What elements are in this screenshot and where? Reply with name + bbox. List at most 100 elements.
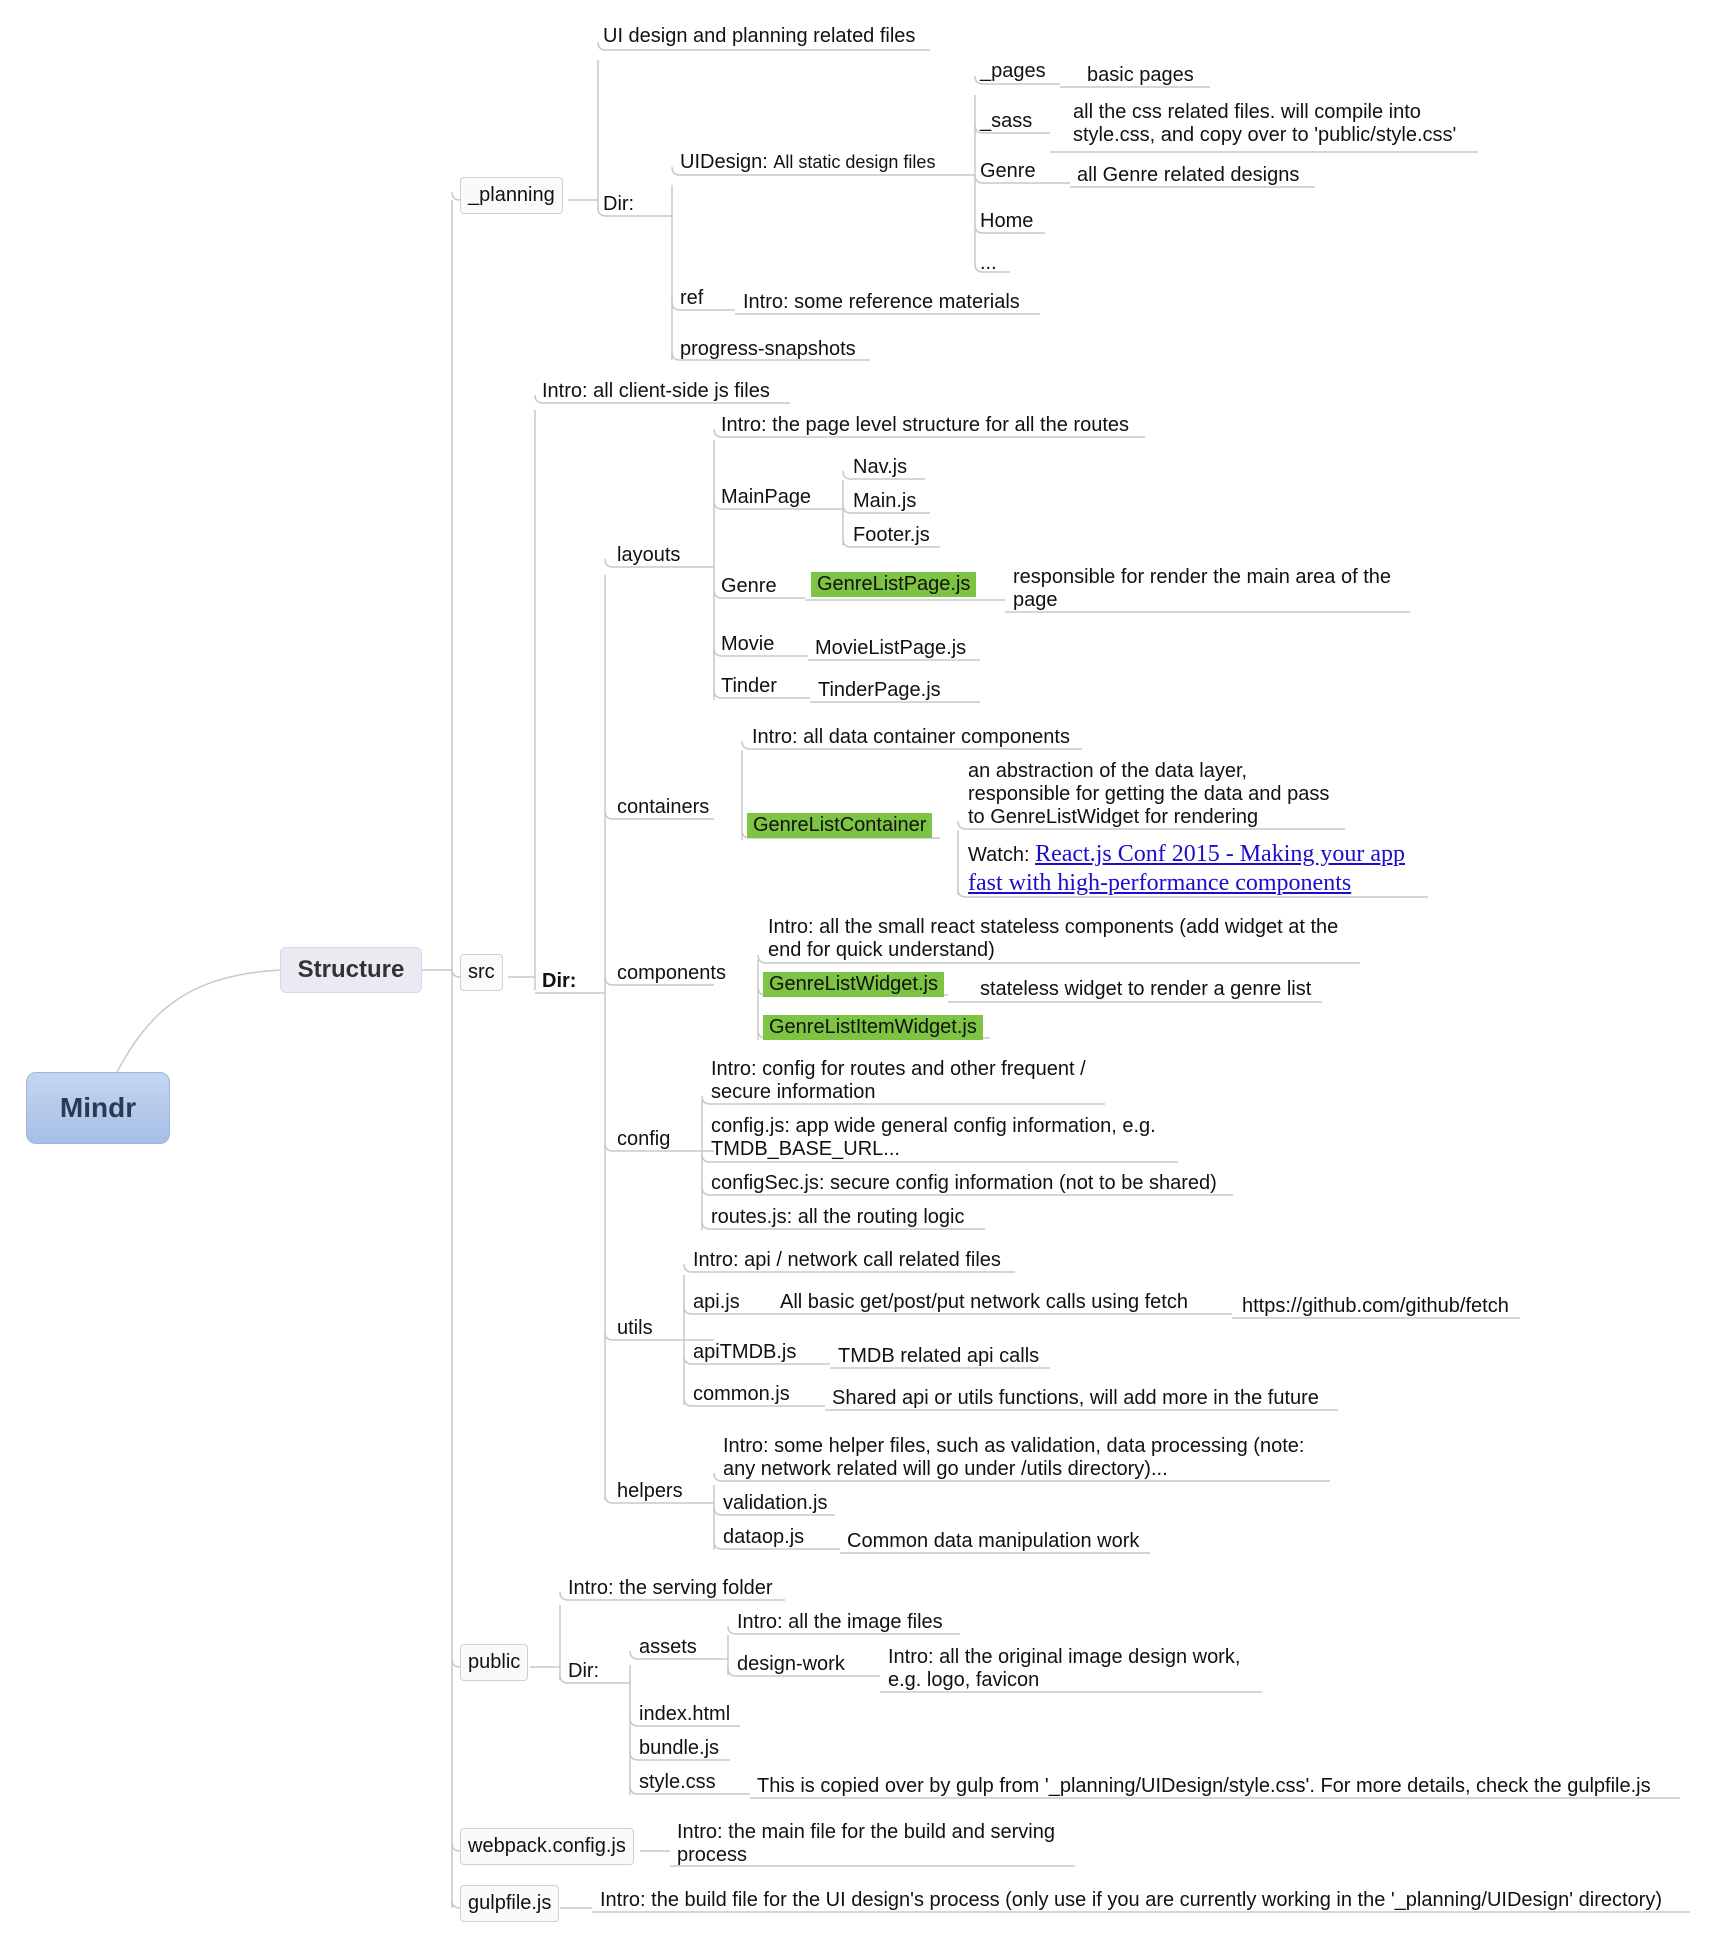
design-work-desc: Intro: all the original image design wor… — [888, 1646, 1241, 1691]
node-gulpfile[interactable]: gulpfile.js — [460, 1885, 560, 1922]
mainpage-line — [713, 500, 843, 510]
node-config-js[interactable]: config.js: app wide general config infor… — [711, 1115, 1156, 1160]
node-src[interactable]: src — [460, 954, 503, 991]
node-index-html[interactable]: index.html — [639, 1703, 731, 1725]
node-helpers[interactable]: helpers — [617, 1480, 683, 1502]
node-mainpage[interactable]: MainPage — [721, 486, 812, 508]
api-js-desc: All basic get/post/put network calls usi… — [780, 1291, 1188, 1313]
config-intro: Intro: config for routes and other frequ… — [711, 1058, 1086, 1103]
layouts-intro: Intro: the page level structure for all … — [721, 414, 1129, 436]
node-sass[interactable]: _sass — [980, 110, 1033, 132]
node-home[interactable]: Home — [980, 210, 1034, 232]
src-intro: Intro: all client-side js files — [542, 380, 770, 402]
ref-desc: Intro: some reference materials — [743, 291, 1020, 313]
node-components[interactable]: components — [617, 962, 726, 984]
main-hook-3 — [451, 1842, 462, 1852]
abstraction-line — [957, 820, 1345, 830]
node-design-work[interactable]: design-work — [737, 1653, 845, 1675]
src-dir-hook-4 — [604, 1331, 714, 1341]
api-line — [683, 1305, 772, 1315]
node-genrelistpage-js[interactable]: GenreListPage.js — [811, 572, 977, 597]
sass-line — [974, 124, 1050, 134]
node-bundle-js[interactable]: bundle.js — [639, 1737, 720, 1759]
public-dir: Dir: — [568, 1660, 600, 1682]
node-nav-js[interactable]: Nav.js — [853, 456, 908, 478]
main-line — [842, 504, 930, 514]
main-hook-0 — [451, 191, 462, 201]
node-movielistpage-js[interactable]: MovieListPage.js — [815, 637, 967, 659]
node-common-js[interactable]: common.js — [693, 1383, 790, 1405]
node-footer-js[interactable]: Footer.js — [853, 524, 930, 546]
node-pages[interactable]: _pages — [980, 60, 1046, 82]
node-tinder[interactable]: Tinder — [721, 675, 777, 697]
node-apitmdb-js[interactable]: apiTMDB.js — [693, 1341, 797, 1363]
node-progress-snapshots[interactable]: progress-snapshots — [680, 338, 856, 360]
glc-line — [741, 829, 940, 839]
main-hook-1 — [451, 968, 462, 978]
src-dir-hook-1 — [604, 810, 714, 820]
node-main-js[interactable]: Main.js — [853, 490, 917, 512]
node-config[interactable]: config — [617, 1128, 671, 1150]
pages-desc: basic pages — [1087, 64, 1194, 86]
configjs-line — [701, 1153, 1178, 1163]
node-tinderpage-js[interactable]: TinderPage.js — [818, 679, 941, 701]
node-genre-design[interactable]: Genre — [980, 160, 1036, 182]
node-dataop-js[interactable]: dataop.js — [723, 1526, 805, 1548]
containers-intro-line — [741, 740, 1082, 750]
assets-line — [629, 1650, 728, 1660]
bundle-line — [629, 1751, 730, 1761]
api-fetch-link[interactable]: https://github.com/github/fetch — [1242, 1295, 1509, 1317]
node-ref[interactable]: ref — [680, 287, 704, 309]
node-layouts-genre[interactable]: Genre — [721, 575, 777, 597]
home-line — [974, 224, 1045, 234]
components-intro-line — [757, 954, 1360, 964]
node-movie[interactable]: Movie — [721, 633, 775, 655]
node-structure[interactable]: Structure — [280, 947, 422, 993]
utils-intro: Intro: api / network call related files — [693, 1249, 1001, 1271]
node-configsec-js[interactable]: configSec.js: secure config information … — [711, 1172, 1217, 1194]
node-routes-js[interactable]: routes.js: all the routing logic — [711, 1206, 965, 1228]
common-desc: Shared api or utils functions, will add … — [832, 1387, 1319, 1409]
assets-intro: Intro: all the image files — [737, 1611, 943, 1633]
src-intro-line — [534, 394, 790, 404]
node-genrelistitemwidget-js[interactable]: GenreListItemWidget.js — [763, 1015, 983, 1040]
planning-dir: Dir: — [603, 193, 635, 215]
node-webpack-config[interactable]: webpack.config.js — [460, 1828, 634, 1865]
routes-line — [701, 1220, 985, 1230]
main-hook-2 — [451, 1658, 462, 1668]
node-utils[interactable]: utils — [617, 1317, 653, 1339]
node-containers[interactable]: containers — [617, 796, 710, 818]
dataop-line — [713, 1540, 840, 1550]
node-api-js[interactable]: api.js — [693, 1291, 740, 1313]
node-layouts[interactable]: layouts — [617, 544, 681, 566]
node-uidesign[interactable]: UIDesign: All static design files — [680, 151, 935, 174]
root-node-mindr[interactable]: Mindr — [26, 1072, 170, 1144]
public-intro-line — [559, 1591, 785, 1601]
apitmdb-desc: TMDB related api calls — [838, 1345, 1040, 1367]
watch-line — [957, 888, 1428, 898]
planning-intro-line — [597, 41, 930, 51]
webpack-intro: Intro: the main file for the build and s… — [677, 1821, 1055, 1866]
watch-video-link[interactable]: React.js Conf 2015 - Making your app fas… — [968, 841, 1405, 896]
footer-line — [842, 538, 940, 548]
node-planning[interactable]: _planning — [460, 177, 563, 214]
node-more[interactable]: ... — [980, 252, 997, 274]
movie-line — [713, 647, 808, 657]
node-public[interactable]: public — [460, 1644, 529, 1681]
configsec-line — [701, 1186, 1233, 1196]
node-assets[interactable]: assets — [639, 1636, 697, 1658]
src-dir-hook-5 — [604, 1494, 714, 1504]
planning-intro: UI design and planning related files — [603, 25, 916, 47]
node-style-css[interactable]: style.css — [639, 1771, 716, 1793]
apitmdb-line — [683, 1355, 830, 1365]
node-genrelistwidget-js[interactable]: GenreListWidget.js — [763, 972, 944, 997]
node-genrelistcontainer[interactable]: GenreListContainer — [747, 813, 933, 838]
utils-intro-line — [683, 1263, 1015, 1273]
dataop-desc: Common data manipulation work — [847, 1530, 1140, 1552]
src-dir-hook-2 — [604, 976, 714, 986]
genre-design-desc: all Genre related designs — [1077, 164, 1300, 186]
config-intro-line — [701, 1095, 1105, 1105]
node-watch[interactable]: Watch: React.js Conf 2015 - Making your … — [968, 840, 1428, 898]
node-validation-js[interactable]: validation.js — [723, 1492, 828, 1514]
